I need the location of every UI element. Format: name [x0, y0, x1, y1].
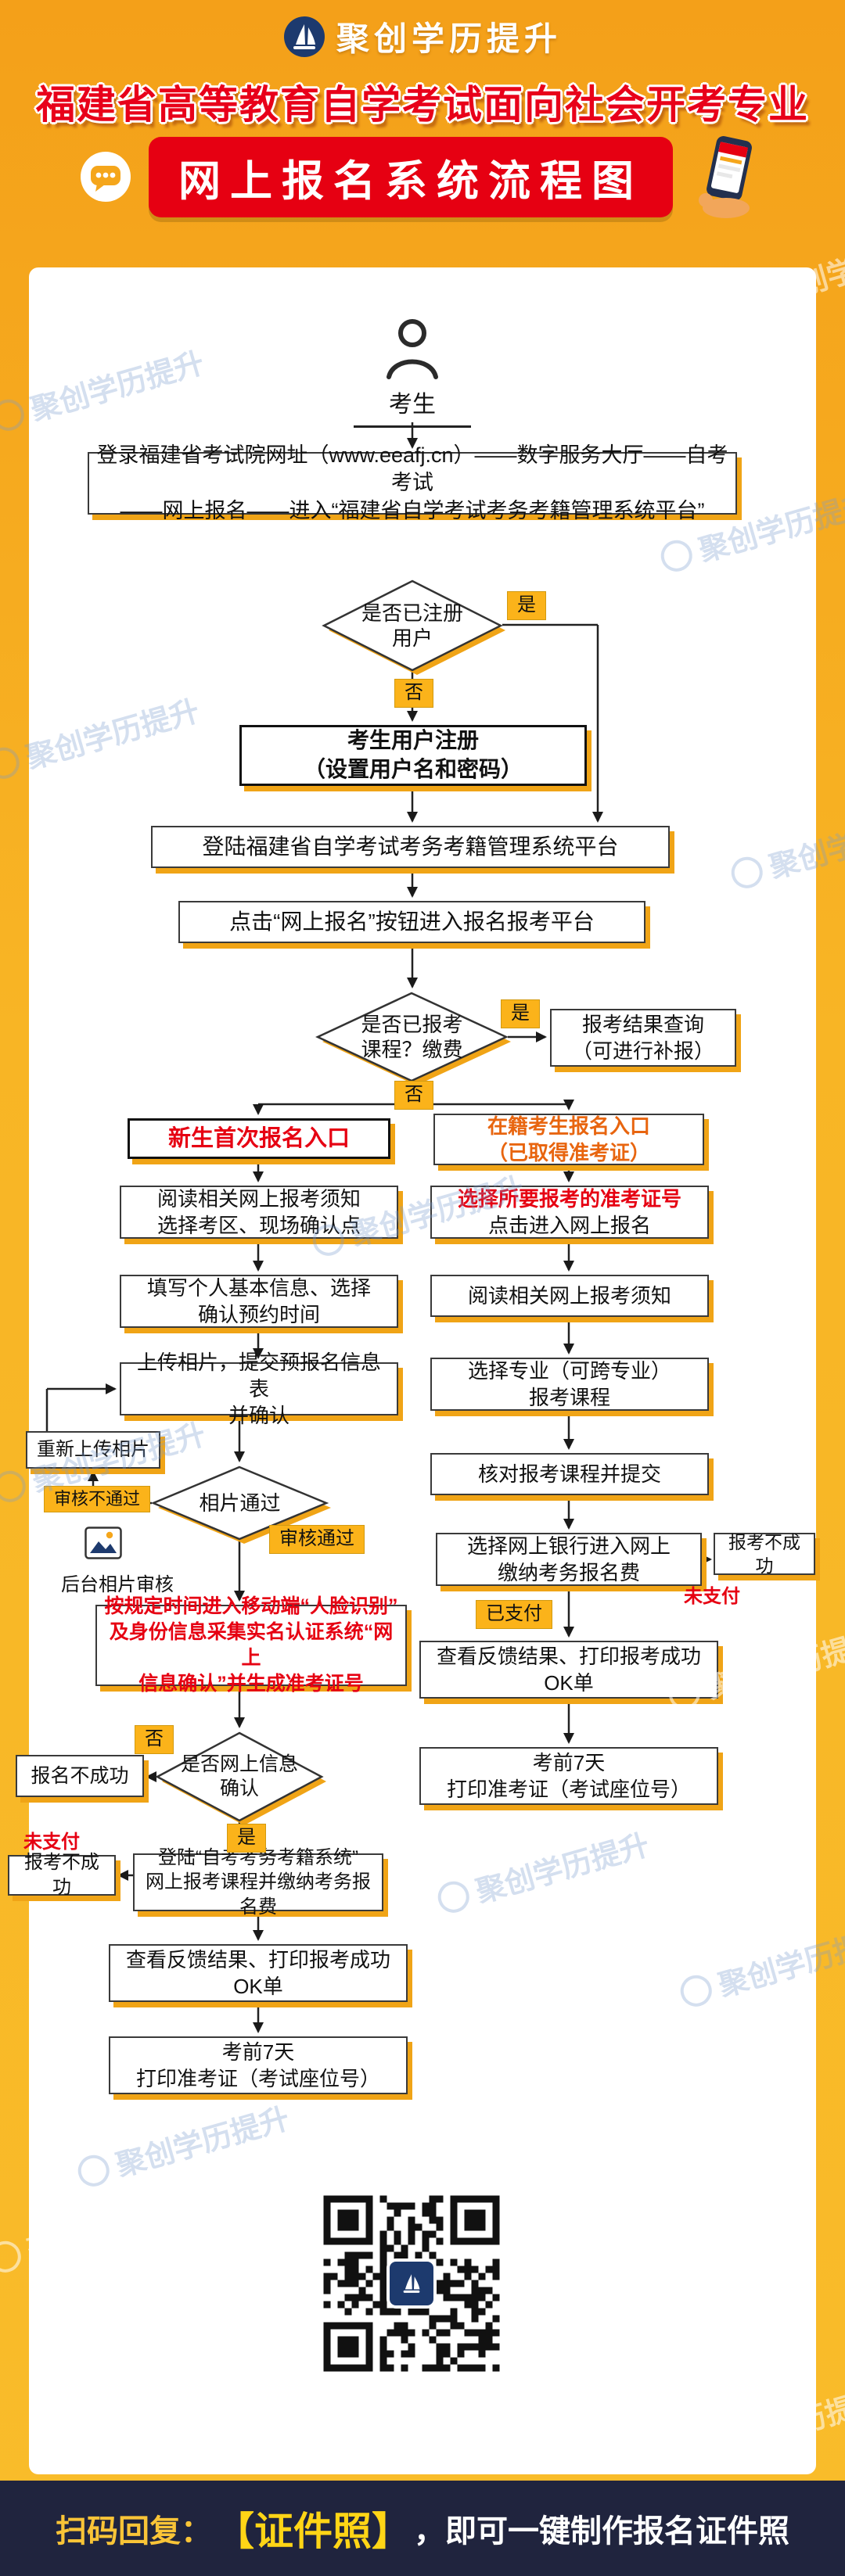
- box-click-register: 点击“网上报名”按钮进入报名报考平台: [178, 901, 645, 943]
- highlight-line: 选择所要报考的准考证号: [457, 1186, 681, 1211]
- box-login-system: 登陆福建省自学考试考务考籍管理系统平台: [151, 826, 670, 868]
- box-new-student-entry: 新生首次报名入口: [128, 1118, 390, 1159]
- label-no: 否: [394, 1081, 433, 1110]
- chat-bubble-icon: [81, 152, 131, 202]
- box-read-notice-left: 阅读相关网上报考须知 选择考区、现场确认点: [120, 1186, 398, 1239]
- person-icon: [387, 319, 438, 379]
- subtitle-row: 网上报名系统流程图: [0, 135, 845, 219]
- box-print-ticket-right: 考前7天 打印准考证（考试座位号）: [419, 1747, 718, 1805]
- footer-highlight: 【证件照】: [215, 2510, 411, 2553]
- box-fill-info: 填写个人基本信息、选择 确认预约时间: [120, 1275, 398, 1328]
- label-review-pass: 审核通过: [269, 1525, 365, 1554]
- subtitle-banner: 网上报名系统流程图: [149, 136, 673, 217]
- box-upload-photo: 上传相片，提交预报名信息表 并确认: [120, 1351, 398, 1427]
- box-check-submit: 核对报考课程并提交: [430, 1453, 709, 1495]
- qr-center-logo: [387, 2258, 437, 2309]
- box-login-portal: 登录福建省考试院网址（www.eeafj.cn）——数字服务大厅——自考考试 —…: [88, 443, 737, 522]
- decision-registered-user: 是否已注册用户: [322, 579, 505, 675]
- box-pay-online: 选择网上银行进入网上 缴纳考务报名费: [436, 1533, 702, 1586]
- decision-online-confirm: 是否网上信息确认: [155, 1731, 326, 1825]
- label-no: 否: [135, 1725, 174, 1754]
- box-enroll-fail-left: 报考不成功: [8, 1852, 116, 1898]
- sail-logo-icon: [403, 2274, 420, 2293]
- picture-icon: [84, 1527, 122, 1559]
- brand: 聚创学历提升: [0, 13, 845, 60]
- backend-review-label: 后台相片审核: [61, 1574, 174, 1595]
- label-review-fail: 审核不通过: [44, 1486, 151, 1513]
- box-choose-ticket: 选择所要报考的准考证号 点击进入网上报名: [430, 1186, 709, 1239]
- label-yes: 是: [501, 999, 540, 1028]
- actor-label: 考生: [354, 385, 471, 428]
- label-unpaid: 未支付: [23, 1832, 80, 1853]
- footer-bar: 扫码回复： 【证件照】 ，即可一键制作报名证件照: [0, 2481, 845, 2576]
- box-feedback-right: 查看反馈结果、打印报考成功 OK单: [419, 1641, 718, 1699]
- box-feedback-left: 查看反馈结果、打印报考成功 OK单: [109, 1944, 408, 2002]
- footer-suffix: ，即可一键制作报名证件照: [414, 2514, 789, 2549]
- label-no: 否: [394, 679, 433, 708]
- box-pay-left: 登陆“自考考务考籍系统” 网上报考课程并缴纳考务报名费: [133, 1847, 383, 1918]
- decision-enrolled: 是否已报考课程？缴费: [315, 992, 511, 1085]
- main-title: 福建省高等教育自学考试面向社会开考专业: [36, 83, 809, 127]
- box-existing-student-entry: 在籍考生报名入口 （已取得准考证）: [433, 1114, 704, 1165]
- label-paid: 已支付: [476, 1600, 552, 1629]
- box-register-fail: 报名不成功: [16, 1755, 144, 1797]
- sail-logo-icon: [283, 16, 325, 57]
- box-enroll-fail-right: 报考不成功: [714, 1532, 815, 1576]
- label-unpaid: 未支付: [684, 1586, 740, 1607]
- label-yes: 是: [507, 591, 546, 620]
- box-reupload-photo: 重新上传相片: [26, 1431, 160, 1469]
- qr-code: [322, 2194, 502, 2373]
- box-print-ticket-left: 考前7天 打印准考证（考试座位号）: [109, 2036, 408, 2094]
- label-yes: 是: [227, 1824, 266, 1853]
- phone-in-hand-icon: [699, 136, 752, 218]
- box-result-query: 报考结果查询 （可进行补报）: [550, 1009, 736, 1067]
- box-read-notice-right: 阅读相关网上报考须知: [430, 1275, 709, 1317]
- box-face-auth: 按规定时间进入移动端“人脸识别” 及身份信息采集实名认证系统“网上 信息确认”并…: [95, 1595, 407, 1695]
- footer-prefix: 扫码回复：: [56, 2514, 212, 2549]
- box-register-account: 考生用户注册 （设置用户名和密码）: [239, 725, 587, 786]
- decision-photo-pass: 相片通过: [150, 1466, 331, 1544]
- brand-name: 聚创学历提升: [336, 20, 562, 57]
- box-choose-major: 选择专业（可跨专业） 报考课程: [430, 1358, 709, 1411]
